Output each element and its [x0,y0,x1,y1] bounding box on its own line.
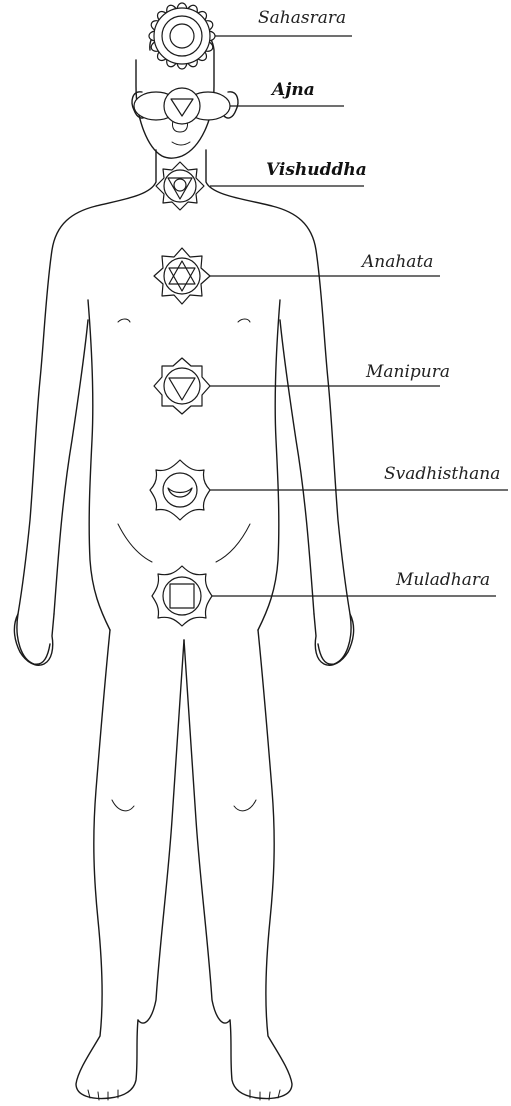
svadhisthana-symbol [150,460,210,520]
label-ajna: Ajna [272,82,315,99]
label-vishuddha: Vishuddha [266,162,367,179]
anahata-symbol [154,248,210,304]
sahasrara-symbol [149,3,215,69]
ajna-symbol [134,88,230,124]
manipura-symbol [154,358,210,414]
label-svadhisthana: Svadhisthana [384,466,500,483]
label-muladhara: Muladhara [396,572,490,589]
muladhara-symbol [152,566,212,626]
label-sahasrara: Sahasrara [258,10,346,27]
leader-lines [206,36,508,596]
label-anahata: Anahata [362,254,433,271]
label-manipura: Manipura [366,364,450,381]
vishuddha-symbol [156,162,204,210]
